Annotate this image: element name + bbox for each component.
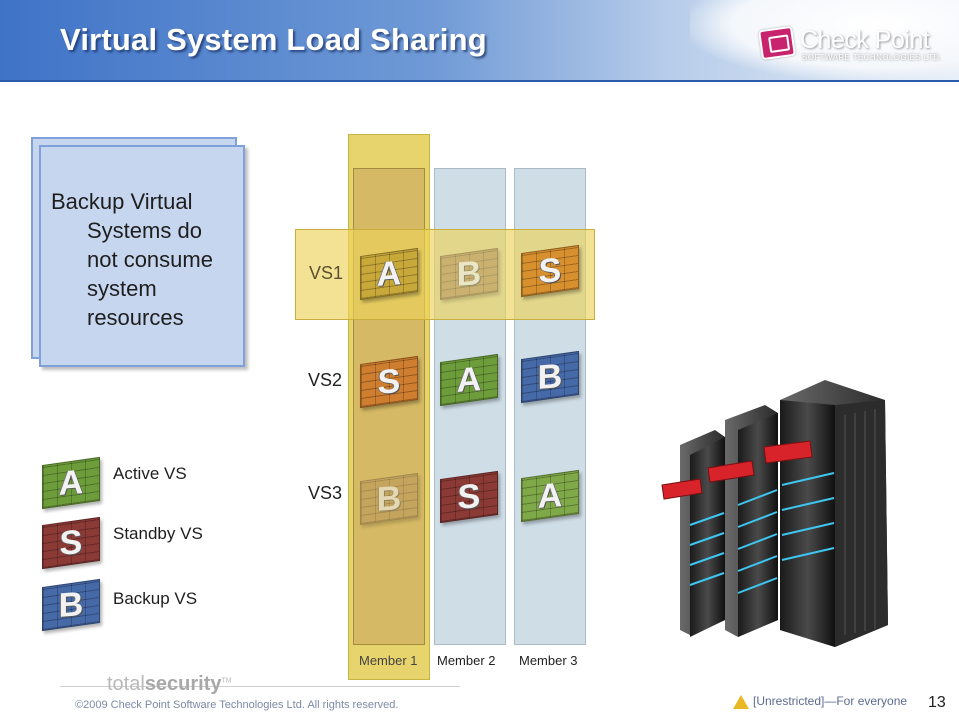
logo-name: Check Point — [800, 26, 930, 54]
vs3-label: VS3 — [308, 483, 343, 503]
server-left — [680, 430, 725, 637]
server-right — [780, 380, 888, 647]
callout-line-1: Backup Virtual — [51, 189, 193, 214]
vs2-label: VS2 — [308, 370, 343, 390]
slide-header: Virtual System Load Sharing Check Point … — [0, 0, 959, 80]
member-1-label: Member 1 — [359, 653, 418, 668]
vs2-member1-standby-firewall: S — [360, 355, 418, 409]
vs3-member2-standby-firewall: S — [440, 470, 498, 524]
vs3-member3-active-firewall: A — [521, 469, 579, 523]
legend-active-firewall-icon: A — [42, 456, 100, 510]
classification-label: [Unrestricted]—For everyone — [733, 694, 907, 709]
check-point-logo: Check Point SOFTWARE TECHNOLOGIES LTD. — [758, 25, 950, 66]
logo-tagline: SOFTWARE TECHNOLOGIES LTD. — [802, 53, 943, 62]
legend-backup-label: Backup VS — [113, 589, 198, 608]
vs1-member2-backup-firewall: B — [440, 247, 498, 301]
page-number: 13 — [928, 694, 946, 711]
vs1-member1-active-firewall: A — [360, 247, 418, 301]
footer-divider — [60, 686, 460, 687]
vs1-member3-standby-firewall: S — [521, 244, 579, 298]
server-cluster-illustration — [661, 380, 888, 647]
slide-title: Virtual System Load Sharing — [60, 22, 487, 57]
check-point-logo-icon — [758, 25, 796, 61]
member-2-label: Member 2 — [437, 653, 496, 668]
server-middle — [725, 405, 778, 637]
legend-standby-firewall-icon: S — [42, 516, 100, 570]
warning-triangle-icon — [733, 694, 749, 709]
vs2-member3-backup-firewall: B — [521, 350, 579, 404]
header-swoosh — [690, 0, 959, 80]
header-divider — [0, 80, 959, 82]
member-3-label: Member 3 — [519, 653, 578, 668]
callout-text: Systems do not consume system resources — [87, 218, 213, 330]
server-firewall-bricks — [661, 440, 813, 500]
totalsecurity-brand: totalsecurityTM — [107, 673, 232, 695]
vs2-member2-active-firewall: A — [440, 353, 498, 407]
legend-active-label: Active VS — [113, 464, 187, 483]
legend-standby-label: Standby VS — [113, 524, 203, 543]
vs3-member1-backup-firewall: B — [360, 472, 418, 526]
callout-box: Backup Virtual Systems do not consume sy… — [39, 145, 245, 367]
vs1-label: VS1 — [309, 263, 344, 283]
legend-backup-firewall-icon: B — [42, 578, 100, 632]
copyright-text: ©2009 Check Point Software Technologies … — [75, 699, 399, 711]
